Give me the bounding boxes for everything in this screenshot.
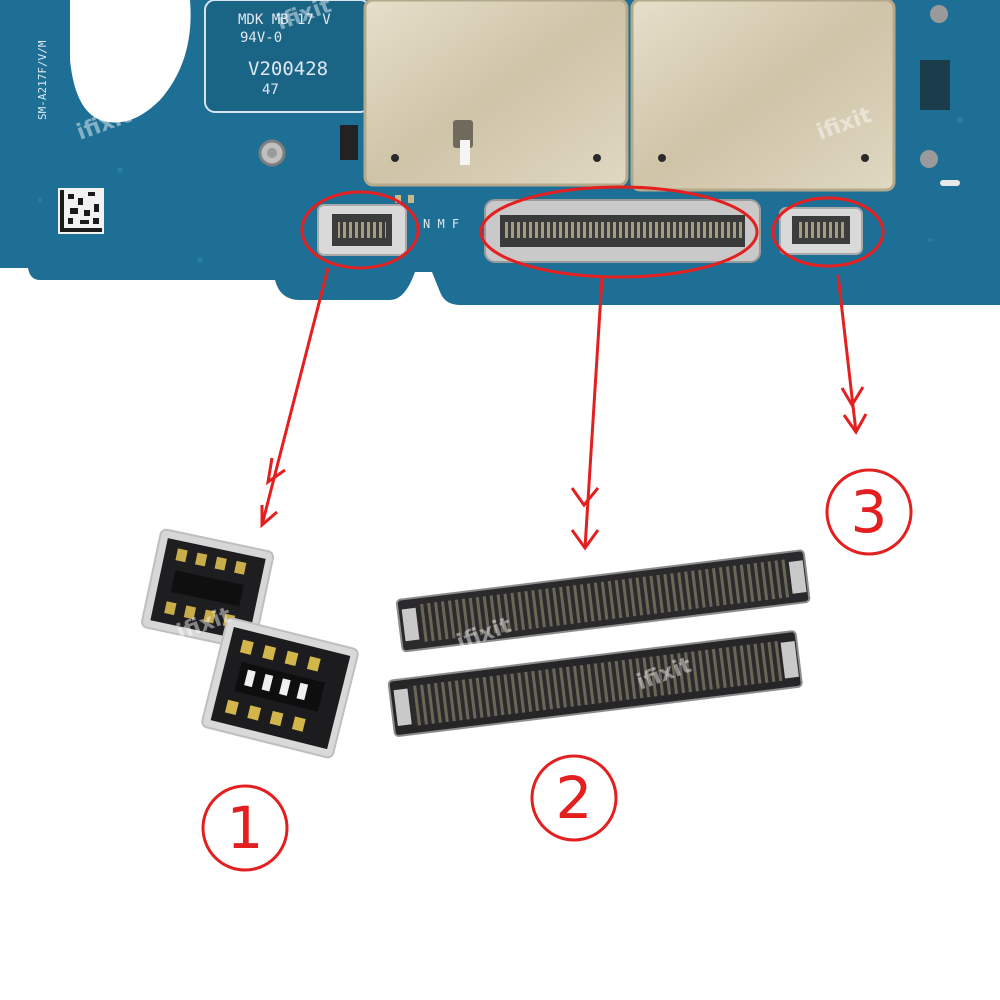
loose-connector-2b — [387, 630, 803, 737]
arrow-2 — [583, 277, 604, 549]
arrow-3-chevron-b — [842, 413, 868, 435]
label-1-circle — [201, 784, 289, 872]
arrow-1-chevron-b — [260, 505, 278, 529]
board-pads — [340, 5, 960, 203]
callout-ellipse-2 — [479, 185, 759, 279]
board-connector-2 — [484, 199, 761, 263]
callout-ellipse-3 — [771, 196, 885, 268]
label-3: 3 — [825, 468, 913, 556]
label-2: 2 — [530, 754, 618, 842]
silkscreen-nmf: N M F — [423, 217, 459, 231]
silkscreen-line-4: 47 — [262, 82, 279, 98]
label-2-text: 2 — [556, 764, 593, 832]
label-3-text: 3 — [851, 478, 888, 546]
loose-connector-2a — [395, 549, 811, 653]
label-1: 1 — [201, 784, 289, 872]
label-1-text: 1 — [227, 794, 264, 862]
silkscreen-line-2: 94V-0 — [240, 30, 282, 46]
board-connector-1 — [317, 204, 407, 256]
arrow-3-chevron-a — [840, 386, 865, 408]
silkscreen-line-1: MDK MB-17 V — [238, 12, 331, 28]
callout-ellipse-1 — [300, 190, 420, 270]
label-3-circle — [825, 468, 913, 556]
datamatrix-code — [58, 188, 104, 234]
callout-markers — [300, 185, 885, 279]
callout-arrows — [260, 267, 868, 551]
shield-cans — [363, 0, 896, 192]
arrow-2-chevron-a — [570, 487, 600, 508]
arrow-1-chevron-a — [265, 457, 286, 486]
label-2-circle — [530, 754, 618, 842]
silkscreen-model: SM-A217F/V/M — [36, 40, 49, 120]
arrow-1 — [260, 267, 330, 526]
board-connector-3 — [779, 207, 863, 255]
board-cutout — [70, 0, 191, 123]
silkscreen-line-3: V200428 — [248, 58, 328, 80]
loose-connector-1b — [201, 617, 359, 759]
arrow-2-chevron-b — [570, 529, 600, 551]
circuit-board: MDK MB-17 V 94V-0 V200428 47 SM-A217F/V/… — [0, 0, 1000, 305]
